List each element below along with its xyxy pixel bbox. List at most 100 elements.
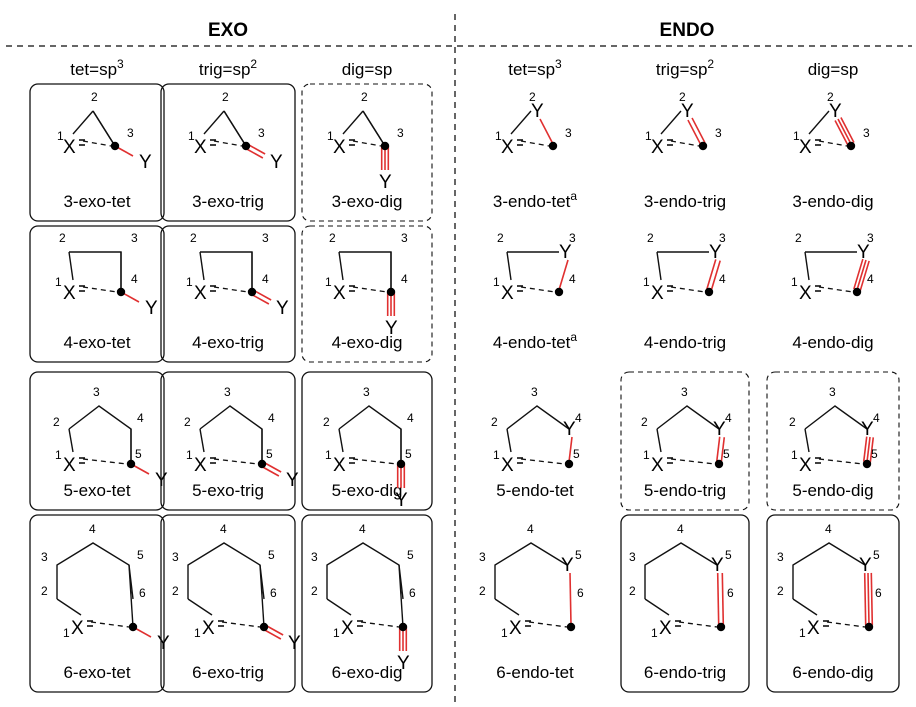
cell-caption: 6-exo-tet bbox=[63, 663, 130, 682]
reacting-bond-line bbox=[706, 259, 717, 290]
atom-number: 1 bbox=[186, 448, 193, 462]
atom-number: 1 bbox=[495, 129, 502, 143]
cell-caption-text: 4-endo-dig bbox=[792, 333, 873, 352]
leaving-group-atom: Y bbox=[857, 242, 870, 263]
cells-grid: 3-exo-tetYX1233-exo-trigYX1233-exo-digYX… bbox=[29, 83, 900, 693]
cell-caption-text: 3-endo-dig bbox=[792, 192, 873, 211]
forming-bond-dashed bbox=[670, 458, 716, 465]
cell-caption-text: 6-endo-trig bbox=[644, 663, 726, 682]
ring-bond bbox=[656, 251, 662, 281]
atom-number: 1 bbox=[325, 448, 332, 462]
cell-caption: 4-exo-dig bbox=[332, 333, 403, 352]
reacting-bond-line bbox=[859, 260, 870, 292]
atom-number: 4 bbox=[137, 411, 144, 425]
ring-bond bbox=[644, 542, 718, 599]
cell-caption: 3-exo-tet bbox=[63, 192, 130, 211]
atom-number: 3 bbox=[719, 231, 726, 245]
atom-number: 6 bbox=[409, 586, 416, 600]
leaving-group-atom: Y bbox=[559, 242, 572, 263]
atom-number: 1 bbox=[651, 626, 658, 640]
nucleophile-atom: X bbox=[799, 455, 812, 476]
nucleophile-atom: X bbox=[651, 283, 664, 304]
cell-caption: 4-exo-tet bbox=[63, 333, 130, 352]
ring-bond bbox=[187, 598, 213, 616]
cell-caption: 4-endo-dig bbox=[792, 333, 873, 352]
atom-number: 3 bbox=[569, 231, 576, 245]
leaving-group-atom: Y bbox=[713, 419, 726, 440]
ring-bond bbox=[223, 110, 247, 147]
atom-number: 2 bbox=[777, 584, 784, 598]
atom-number: 5 bbox=[725, 548, 732, 562]
column-header-sup: 3 bbox=[117, 57, 124, 71]
atom-number: 2 bbox=[311, 584, 318, 598]
cell-caption-text: 4-endo-trig bbox=[644, 333, 726, 352]
forming-bond-dashed bbox=[82, 286, 118, 293]
atom-number: 4 bbox=[719, 272, 726, 286]
reacting-bond-line bbox=[721, 572, 725, 625]
forming-bond-dashed bbox=[90, 621, 130, 628]
reacting-carbon-dot bbox=[698, 141, 708, 151]
forming-bond-dashed bbox=[670, 286, 706, 293]
ring-bond bbox=[68, 405, 132, 464]
ring-bond bbox=[656, 428, 662, 453]
atom-number: 2 bbox=[190, 231, 197, 245]
reacting-bond-line bbox=[716, 573, 720, 626]
atom-number: 2 bbox=[795, 231, 802, 245]
cell-caption-text: 5-endo-dig bbox=[792, 481, 873, 500]
atom-number: 2 bbox=[827, 90, 834, 104]
forming-bond-dashed bbox=[520, 140, 550, 147]
forming-bond-dashed bbox=[352, 140, 382, 147]
column-header-5: dig=sp bbox=[808, 60, 859, 79]
solid-frame bbox=[29, 225, 165, 363]
atom-number: 2 bbox=[172, 584, 179, 598]
cell-caption-text: 4-exo-dig bbox=[332, 333, 403, 352]
reacting-carbon-dot bbox=[566, 622, 576, 632]
atom-number: 4 bbox=[725, 411, 732, 425]
cell-caption: 4-endo-teta bbox=[493, 330, 578, 352]
forming-bond-dashed bbox=[678, 621, 718, 628]
reacting-bond-line bbox=[710, 260, 721, 291]
reacting-carbon-dot bbox=[714, 459, 724, 469]
leaving-group-atom: Y bbox=[561, 555, 574, 576]
ring-bond bbox=[804, 251, 810, 281]
ring-bond bbox=[808, 110, 830, 135]
atom-number: 4 bbox=[407, 411, 414, 425]
cell-caption: 5-exo-tet bbox=[63, 481, 130, 500]
cell-caption: 6-exo-trig bbox=[192, 663, 264, 682]
atom-number: 3 bbox=[777, 550, 784, 564]
reacting-carbon-dot bbox=[554, 287, 564, 297]
atom-number: 3 bbox=[258, 126, 265, 140]
atom-number: 3 bbox=[829, 385, 836, 399]
reacting-bond-line bbox=[568, 436, 573, 463]
cell-caption: 4-endo-trig bbox=[644, 333, 726, 352]
nucleophile-atom: X bbox=[799, 137, 812, 158]
ring-bond bbox=[92, 110, 116, 147]
ring-bond bbox=[660, 110, 682, 135]
ring-bond bbox=[56, 598, 82, 616]
solid-frame bbox=[301, 371, 433, 511]
forming-bond-dashed bbox=[818, 286, 854, 293]
ring-bond bbox=[510, 110, 532, 135]
atom-number: 1 bbox=[188, 129, 195, 143]
atom-number: 4 bbox=[401, 272, 408, 286]
atom-number: 4 bbox=[262, 272, 269, 286]
dashed-frame bbox=[301, 83, 433, 222]
forming-bond-dashed bbox=[520, 458, 566, 465]
solid-frame bbox=[766, 514, 900, 693]
forming-bond-dashed bbox=[528, 621, 568, 628]
endo-title: ENDO bbox=[660, 20, 715, 41]
reacting-carbon-dot bbox=[864, 622, 874, 632]
solid-frame bbox=[301, 514, 433, 693]
cell-caption-text: 5-endo-trig bbox=[644, 481, 726, 500]
atom-number: 5 bbox=[723, 447, 730, 461]
